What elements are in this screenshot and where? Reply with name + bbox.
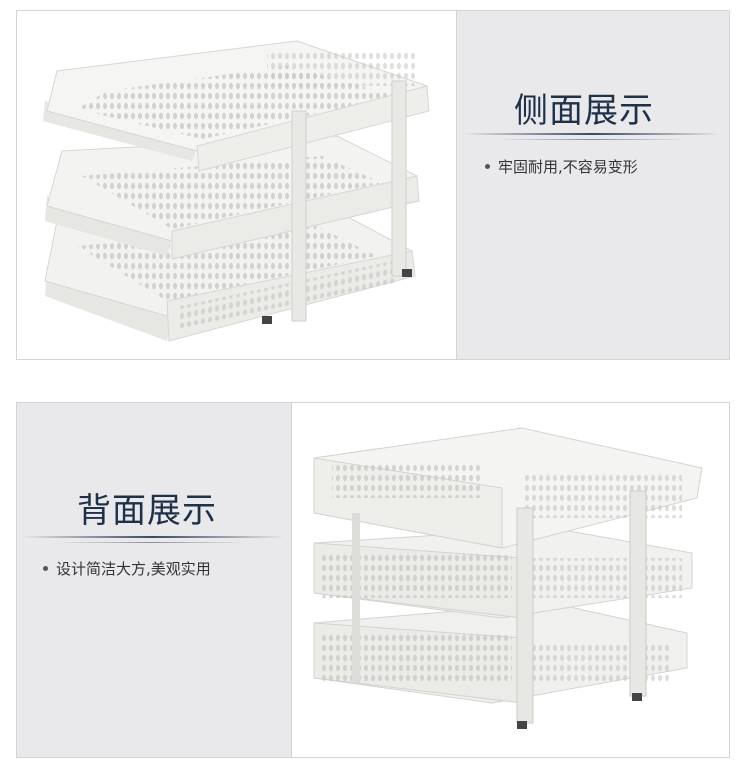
side-view-photo [16,10,457,360]
back-view-bullet-text: 设计简洁大方,美观实用 [56,560,211,578]
tray-illustration-side [43,40,430,342]
tray-top [43,40,430,172]
tray-illustration-back [313,427,703,729]
heading-divider [22,536,284,538]
bullet-dot-icon [43,566,48,571]
back-view-caption-panel: 背面展示 设计简洁大方,美观实用 [16,402,291,758]
heading-divider [462,133,722,135]
heading-divider-thin [57,542,247,543]
side-view-bullet-text: 牢固耐用,不容易变形 [498,158,638,176]
side-view-caption-panel: 侧面展示 牢固耐用,不容易变形 [457,10,730,360]
side-view-bullet: 牢固耐用,不容易变形 [485,156,638,177]
tray-top [313,427,703,549]
heading-divider-thin [497,139,687,140]
back-view-photo [291,402,730,758]
back-view-heading: 背面展示 [77,491,217,531]
bullet-dot-icon [485,164,490,169]
side-view-heading: 侧面展示 [514,91,654,131]
back-view-bullet: 设计简洁大方,美观实用 [43,558,211,579]
